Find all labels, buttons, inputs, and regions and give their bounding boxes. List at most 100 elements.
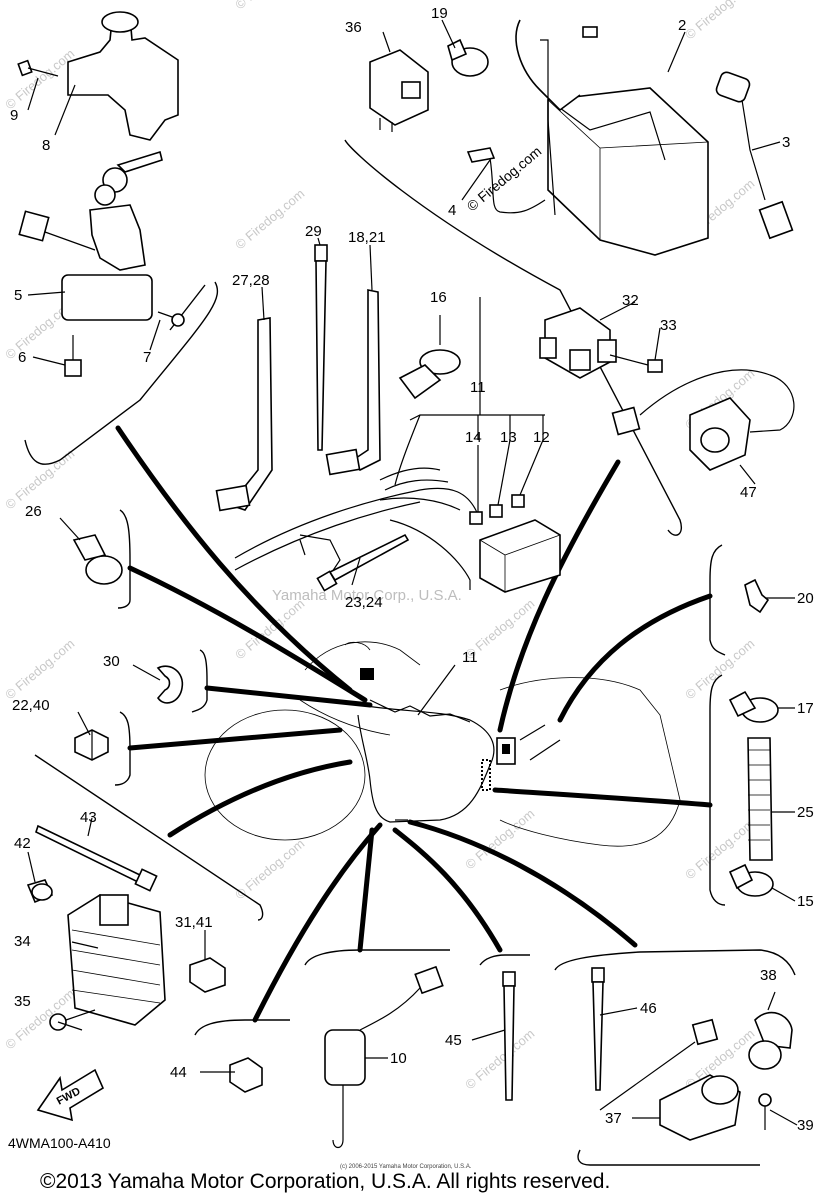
clamp-26-part xyxy=(72,534,123,585)
regulator-34-part xyxy=(67,894,166,1026)
callout-5: 5 xyxy=(14,287,22,304)
harness-connector xyxy=(360,668,374,680)
clip-30-part xyxy=(156,665,184,704)
callout-4: 4 xyxy=(448,202,456,219)
leader-44 xyxy=(252,822,383,1023)
callout-17: 17 xyxy=(797,700,814,717)
callout-leaders xyxy=(27,19,798,1126)
firedog-watermark: © Firedog.com xyxy=(682,0,757,42)
cable-tie-23-part xyxy=(316,533,410,592)
callout-20: 20 xyxy=(797,590,814,607)
fwd-arrow: FWD xyxy=(36,1068,105,1122)
callout-22-40: 22,40 xyxy=(12,697,50,714)
leader-10 xyxy=(357,827,375,953)
harness-upper-run xyxy=(369,699,471,723)
panel-44 xyxy=(194,1019,290,1036)
clamp-44-part xyxy=(229,1057,263,1093)
callout-7: 7 xyxy=(143,349,151,366)
callout-46: 46 xyxy=(640,1000,657,1017)
switch-10-part xyxy=(324,965,444,1149)
clamp-17-part xyxy=(728,690,779,723)
diagram-code: 4WMA100-A410 xyxy=(8,1135,111,1151)
band-27-part xyxy=(215,317,273,512)
leader-45 xyxy=(392,827,503,953)
callout-29: 29 xyxy=(305,223,322,240)
leader-top-left xyxy=(115,425,353,693)
callout-34: 34 xyxy=(14,933,31,950)
callout-35: 35 xyxy=(14,993,31,1010)
front-wheel xyxy=(204,709,366,841)
callout-37: 37 xyxy=(605,1110,622,1127)
band-43-part xyxy=(35,824,158,892)
band-45-part xyxy=(502,971,516,1101)
callout-15: 15 xyxy=(797,893,814,910)
firedog-watermark: © Firedog.com xyxy=(232,186,307,252)
strap-29-part xyxy=(314,244,328,451)
callout-14: 14 xyxy=(465,429,482,446)
clamp-15-part xyxy=(728,863,774,897)
clamp-42-part xyxy=(26,879,54,904)
leader-22 xyxy=(127,727,343,751)
panel-top-right xyxy=(344,139,682,536)
switch-connector xyxy=(18,210,50,242)
panel-30 xyxy=(191,649,208,713)
key-blade xyxy=(116,150,163,173)
harness-rear-leads xyxy=(519,724,561,761)
firedog-watermark: © Firedog.com xyxy=(2,636,77,702)
callout-9: 9 xyxy=(10,107,18,124)
callout-8: 8 xyxy=(42,137,50,154)
panel-26 xyxy=(117,509,131,609)
sensor-37-part xyxy=(599,1018,741,1141)
bolt-9-part xyxy=(17,59,59,77)
ignition-bracket-part xyxy=(67,11,179,141)
leader-30 xyxy=(204,685,373,708)
callout-2: 2 xyxy=(678,17,686,34)
callout-36: 36 xyxy=(345,19,362,36)
panel-20 xyxy=(709,544,726,656)
callout-12: 12 xyxy=(533,429,550,446)
band-46-part xyxy=(591,967,605,1091)
firedog-watermark: © Firedog.com xyxy=(232,836,307,902)
callout-39: 39 xyxy=(797,1117,814,1134)
callout-33: 33 xyxy=(660,317,677,334)
leader-lines xyxy=(115,425,713,1023)
leader-bottom-right xyxy=(407,819,638,948)
panel-22 xyxy=(114,711,131,786)
leader-20 xyxy=(557,593,713,723)
callout-25: 25 xyxy=(797,804,814,821)
callout-31-41: 31,41 xyxy=(175,914,213,931)
callout-42: 42 xyxy=(14,835,31,852)
clamp-31-part xyxy=(189,957,226,993)
callout-26: 26 xyxy=(25,503,42,520)
screw-7-part xyxy=(157,311,185,327)
firedog-watermark: © Firedog.com xyxy=(462,806,537,872)
fine-print-watermark: (c) 2006-2015 Yamaha Motor Corporation, … xyxy=(340,1164,472,1170)
firedog-watermark: © Firedog.com xyxy=(232,0,307,12)
handle-grip xyxy=(344,641,371,651)
main-harness xyxy=(357,704,495,823)
callout-45: 45 xyxy=(445,1032,462,1049)
callout-10: 10 xyxy=(390,1050,407,1067)
panel-outlines xyxy=(24,139,796,1166)
band-18-part xyxy=(325,289,381,476)
fuse-box-part xyxy=(469,439,561,593)
leader-bottom-left xyxy=(167,759,353,838)
callout-38: 38 xyxy=(760,967,777,984)
callout-3: 3 xyxy=(782,134,790,151)
battery-cable-3-part xyxy=(715,71,794,240)
callout-43: 43 xyxy=(80,809,97,826)
relay-32-part xyxy=(539,307,617,379)
firedog-watermark: © Firedog.com xyxy=(2,46,77,112)
screw-39-part xyxy=(758,1093,772,1130)
bolt-33-part xyxy=(609,354,663,373)
callout-44: 44 xyxy=(170,1064,187,1081)
callout-16: 16 xyxy=(430,289,447,306)
bolt-6-part xyxy=(64,335,82,377)
main-switch-part xyxy=(18,150,163,321)
callout-11-top: 11 xyxy=(470,379,486,396)
panel-bottom-right-floor xyxy=(577,1149,760,1166)
callout-6: 6 xyxy=(18,349,26,366)
relay-36-part xyxy=(369,49,429,132)
panel-45 xyxy=(479,954,530,966)
